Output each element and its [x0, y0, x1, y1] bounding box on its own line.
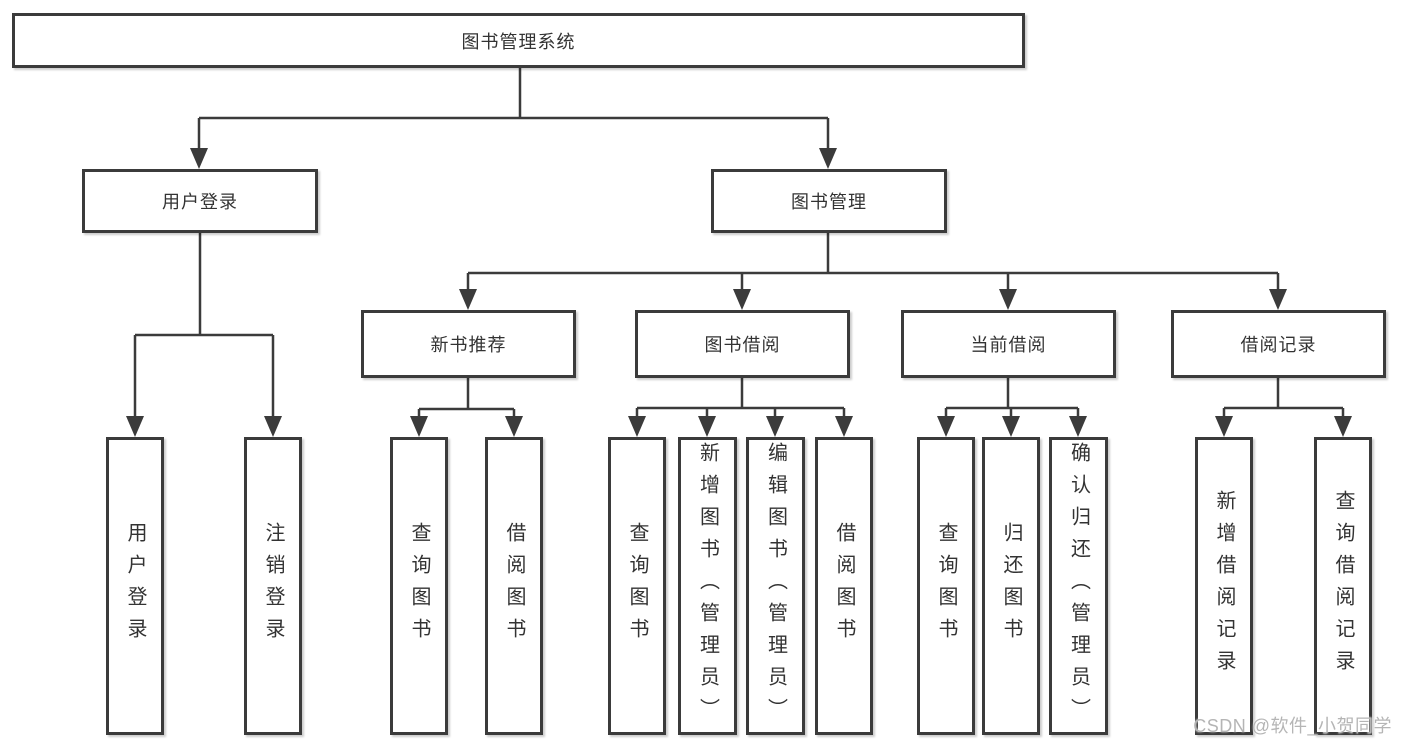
leaf-logout: 注销登录 [244, 437, 302, 735]
node-label: 借阅图书 [833, 522, 855, 650]
node-label: 借阅记录 [1240, 335, 1317, 355]
node-label: 新增图书（管理员） [696, 442, 719, 730]
leaf-query-books-recommend: 查询图书 [390, 437, 448, 735]
leaf-user-login: 用户登录 [106, 437, 164, 735]
node-label: 查询图书 [408, 522, 430, 650]
node-current-borrowing: 当前借阅 [901, 310, 1116, 378]
node-label: 用户登录 [124, 522, 146, 650]
node-label: 图书管理系统 [461, 31, 576, 52]
leaf-query-borrow-record: 查询借阅记录 [1314, 437, 1372, 735]
connector-path [133, 68, 1345, 420]
leaf-return-books: 归还图书 [982, 437, 1040, 735]
node-label: 借阅图书 [503, 522, 525, 650]
leaf-query-books-current: 查询图书 [917, 437, 975, 735]
leaf-query-books-borrowing: 查询图书 [608, 437, 666, 735]
node-label: 当前借阅 [970, 335, 1047, 355]
leaf-add-book-admin: 新增图书（管理员） [678, 437, 737, 735]
leaf-borrow-books: 借阅图书 [815, 437, 873, 735]
node-label: 新书推荐 [430, 335, 507, 355]
leaf-edit-book-admin: 编辑图书（管理员） [746, 437, 805, 735]
leaf-add-borrow-record: 新增借阅记录 [1195, 437, 1253, 735]
node-label: 注销登录 [262, 522, 284, 650]
node-borrowing-records: 借阅记录 [1171, 310, 1386, 378]
node-label: 图书借阅 [704, 335, 781, 355]
csdn-watermark: CSDN @软件_小贺同学 [1193, 716, 1392, 736]
node-label: 查询图书 [626, 522, 648, 650]
node-user-login: 用户登录 [82, 169, 318, 233]
node-new-book-recommendation: 新书推荐 [361, 310, 576, 378]
node-book-management: 图书管理 [711, 169, 947, 233]
node-label: 图书管理 [791, 192, 867, 212]
arrowheads [126, 148, 1352, 437]
leaf-borrow-books-recommend: 借阅图书 [485, 437, 543, 735]
node-label: 归还图书 [1000, 522, 1022, 650]
node-label: 查询图书 [935, 522, 957, 650]
node-book-borrowing: 图书借阅 [635, 310, 850, 378]
node-label: 确认归还（管理员） [1067, 442, 1090, 730]
node-library-management-system: 图书管理系统 [12, 13, 1025, 68]
node-label: 编辑图书（管理员） [764, 442, 787, 730]
node-label: 新增借阅记录 [1213, 490, 1235, 682]
leaf-confirm-return-admin: 确认归还（管理员） [1049, 437, 1108, 735]
node-label: 用户登录 [162, 192, 238, 212]
node-label: 查询借阅记录 [1332, 490, 1354, 682]
